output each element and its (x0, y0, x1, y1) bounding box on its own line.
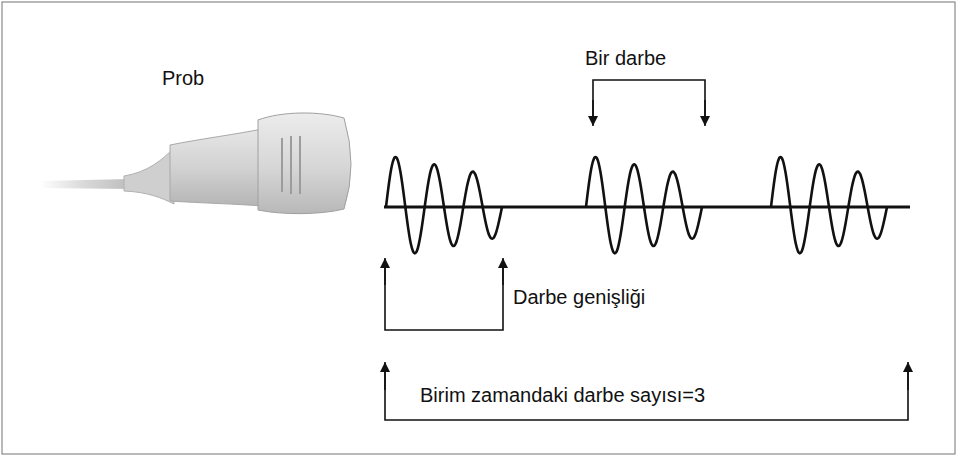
probe-grip (170, 129, 262, 206)
pulse-bracket (593, 80, 705, 126)
probe-cable (40, 179, 130, 189)
bracket-line (385, 366, 908, 420)
pulse-label: Bir darbe (585, 46, 666, 70)
probe-illustration (40, 113, 351, 214)
probe-groove (281, 138, 283, 192)
arrow (384, 362, 386, 390)
pulse-wave (586, 157, 702, 253)
bracket-line (593, 80, 705, 124)
pulse-wave (771, 157, 887, 253)
arrow (704, 100, 706, 126)
probe-groove (290, 136, 292, 194)
probe-strain-relief (124, 148, 174, 204)
pulse-width-label: Darbe genişliği (513, 285, 645, 309)
arrow (502, 258, 504, 285)
pulse-wave (386, 157, 502, 253)
arrow (592, 100, 594, 126)
probe-groove (299, 136, 301, 194)
arrow (384, 258, 386, 285)
arrow (907, 362, 909, 390)
bracket-line (385, 262, 503, 330)
pulse-rate-label: Birim zamandaki darbe sayısı=3 (420, 383, 705, 407)
pulse-waves (386, 157, 887, 253)
width-bracket (385, 258, 503, 330)
probe-label: Prob (162, 66, 204, 90)
rate-bracket (385, 362, 908, 420)
probe-head (258, 113, 351, 214)
